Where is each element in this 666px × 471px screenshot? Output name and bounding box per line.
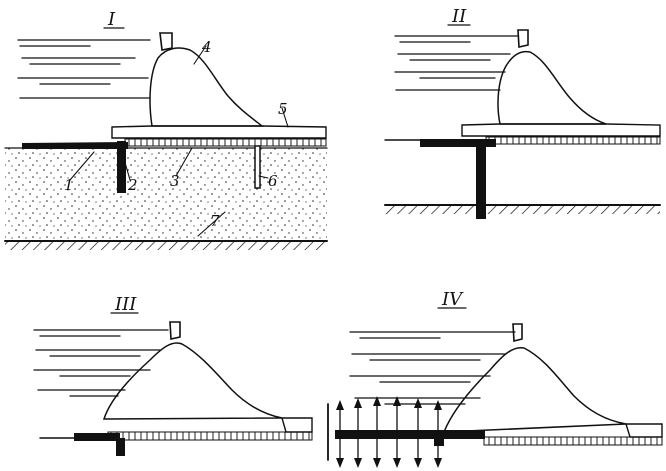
crest-parapet-III [169,321,181,340]
crest-parapet-I [159,32,173,51]
drainage-strip-III [107,431,313,441]
panel-IV: IV [327,289,663,468]
callout-3: 3 [170,172,180,190]
water-upstream-III [33,329,169,397]
callout-7: 7 [210,212,220,230]
drainage-strip-I [124,138,327,147]
cutoff-wall-IV [434,436,444,446]
panel-I-title: I [107,9,116,30]
apron-III [281,417,313,433]
callout-2: 2 [127,176,138,194]
dam-body-I [149,47,265,127]
cutoff-wall-I [117,141,126,193]
cutoff-wall-III [116,438,125,456]
panel-IV-title: IV [441,289,464,310]
callout-1: 1 [64,176,74,194]
apron-I [111,125,327,139]
panel-III-title: III [114,294,137,315]
water-upstream-II [394,35,519,91]
callout-4: 4 [201,38,212,56]
impervious-blanket-IV [335,430,485,439]
impervious-blanket-III [74,433,120,441]
callout-6: 6 [268,172,278,190]
impervious-layer-I [5,241,327,250]
seepage-arrowheads-IV [336,396,442,468]
water-upstream-IV [349,331,516,405]
foundation-soil-I [5,148,327,240]
callout-5: 5 [278,100,288,118]
crest-parapet-IV [512,323,523,343]
panel-II: II [384,6,661,219]
dam-body-III [102,342,283,420]
panel-I: I [4,9,328,250]
water-upstream-I [17,39,151,99]
dam-body-II [497,50,607,125]
drainage-strip-II [485,136,661,145]
cutoff-wall-II [476,145,486,219]
panel-II-title: II [451,6,467,27]
crest-parapet-II [517,29,529,48]
impervious-blanket-I [22,142,128,149]
seepage-arrows-IV [339,399,439,466]
apron-IV [625,423,663,438]
impervious-layer-II [385,205,660,214]
apron-II [461,123,661,137]
impervious-blanket-II [420,139,496,147]
dam-body-IV [442,347,627,433]
drainage-strip-IV [483,436,663,446]
panel-III: III [33,294,313,456]
drain-pipe-I [254,145,261,189]
